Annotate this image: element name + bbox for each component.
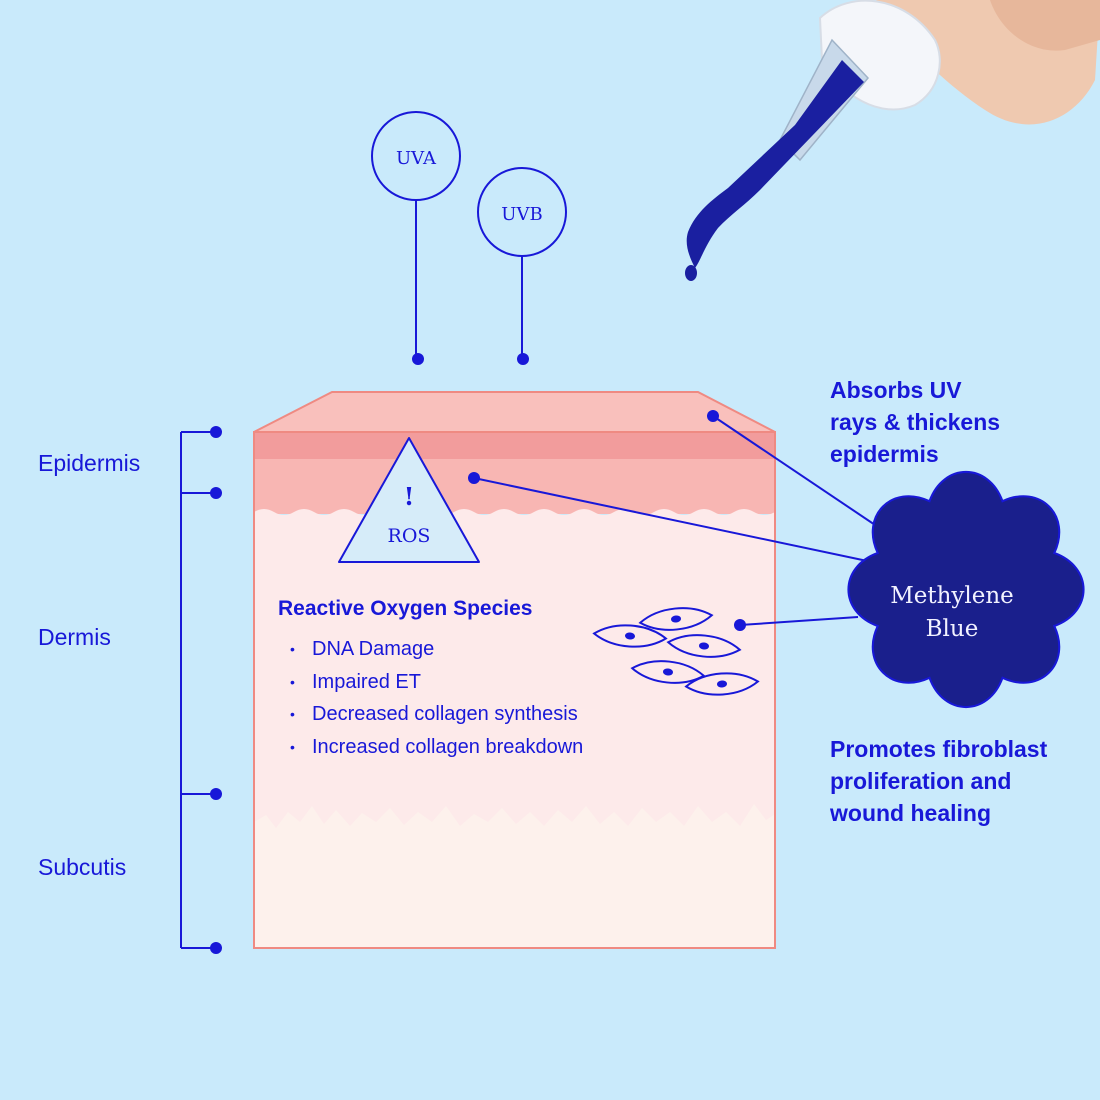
note-line: epidermis	[830, 441, 939, 467]
note-line: proliferation and	[830, 768, 1012, 794]
layer-label-epidermis: Epidermis	[38, 450, 141, 476]
skin-outline	[253, 431, 776, 949]
note-absorbs-uv: Absorbs UV rays & thickens epidermis	[830, 374, 1000, 470]
note-line: Absorbs UV	[830, 377, 962, 403]
uvb-bubble: UVB	[477, 167, 567, 365]
dropper-illustration	[685, 0, 1100, 281]
methylene-connectors	[468, 410, 891, 631]
ros-effects-list: DNA Damage Impaired ET Decreased collage…	[290, 633, 583, 763]
bracket-dot	[210, 788, 222, 800]
list-item: Decreased collagen synthesis	[290, 698, 583, 731]
note-promotes-fibroblast: Promotes fibroblast proliferation and wo…	[830, 733, 1047, 829]
connector-dot	[734, 619, 746, 631]
fibroblast-cell	[630, 660, 706, 684]
layer-label-subcutis: Subcutis	[38, 854, 127, 880]
fibroblast-cell	[684, 672, 760, 696]
note-line: Promotes fibroblast	[830, 736, 1048, 762]
fibroblast-cells	[592, 607, 760, 696]
fibroblast-cell	[666, 634, 742, 658]
warning-icon: !	[404, 482, 415, 511]
ros-warning: ! ROS	[338, 437, 480, 563]
bracket-dot	[210, 942, 222, 954]
bracket-dot	[210, 426, 222, 438]
list-item: DNA Damage	[290, 633, 583, 666]
uva-marker-dot	[412, 353, 424, 365]
connector-dot	[468, 472, 480, 484]
fibroblast-cell	[638, 607, 714, 631]
fibroblast-cell	[592, 624, 668, 648]
bracket-dot	[210, 487, 222, 499]
finger-shape	[990, 0, 1100, 51]
layer-bracket	[180, 426, 222, 954]
ros-section-title: Reactive Oxygen Species	[278, 597, 533, 620]
note-line: rays & thickens	[830, 409, 1001, 435]
list-item: Impaired ET	[290, 666, 583, 699]
skin-top-surface	[253, 391, 776, 433]
methylene-blue-badge: Methylene Blue	[847, 470, 1085, 709]
note-line: wound healing	[830, 800, 991, 826]
connector-dot	[707, 410, 719, 422]
layer-label-dermis: Dermis	[38, 624, 111, 650]
ros-label: ROS	[388, 525, 431, 547]
uvb-label: UVB	[501, 204, 542, 225]
uvb-marker-dot	[517, 353, 529, 365]
methylene-label-line1: Methylene	[890, 583, 1014, 609]
subcutis-layer	[254, 804, 775, 948]
uva-bubble: UVA	[371, 111, 461, 365]
list-item: Increased collagen breakdown	[290, 731, 583, 764]
epidermis-band	[254, 432, 775, 459]
uva-label: UVA	[396, 148, 437, 169]
methylene-label-line2: Blue	[926, 616, 979, 642]
dropper-liquid	[686, 60, 864, 268]
liquid-drop	[685, 265, 697, 281]
